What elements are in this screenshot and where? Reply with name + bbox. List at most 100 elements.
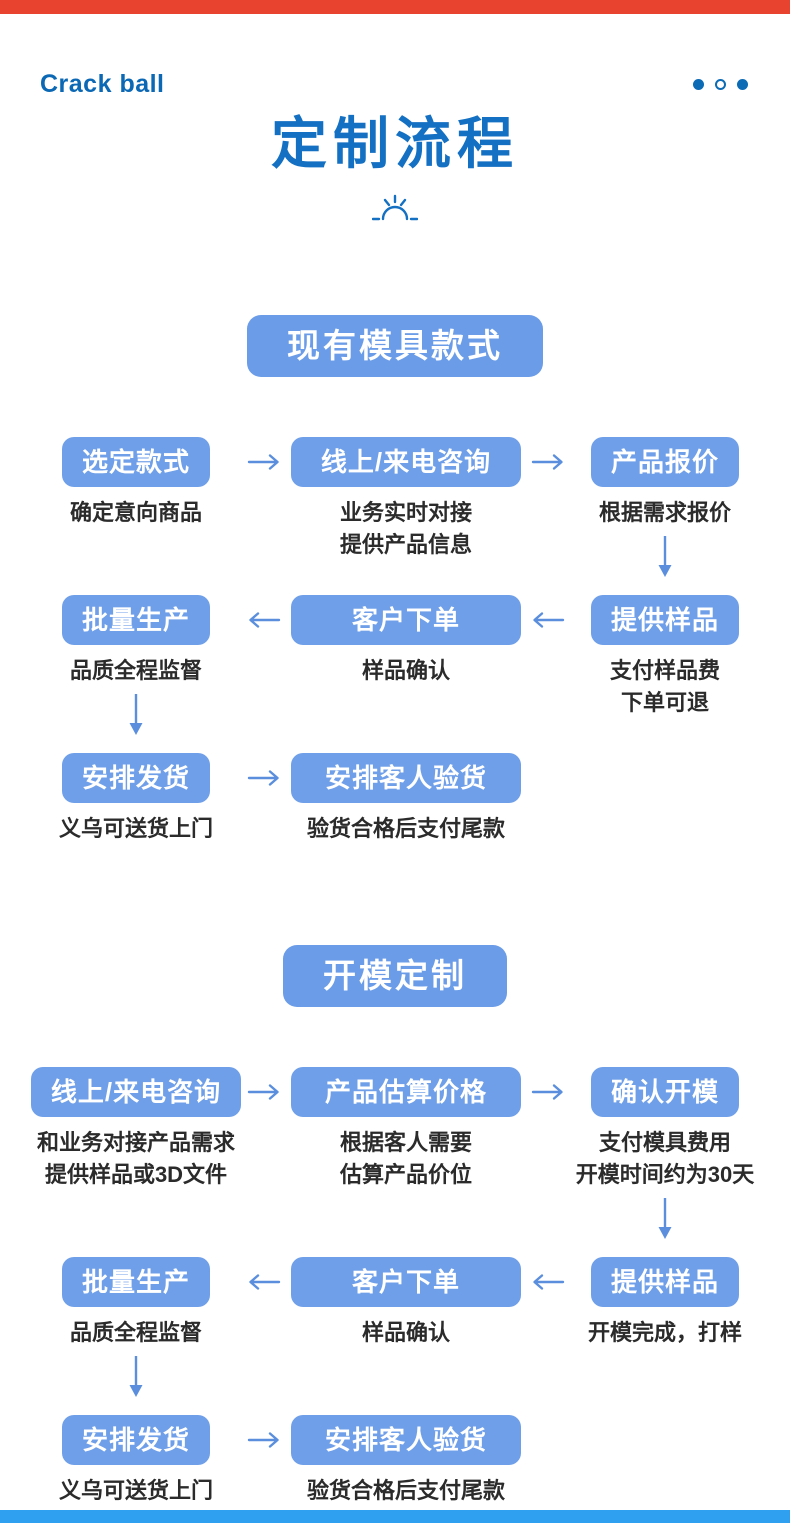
caption-cell: 验货合格后支付尾款 <box>286 813 526 845</box>
carousel-dots <box>693 79 748 90</box>
arrow-right-icon <box>242 769 286 787</box>
step-caption: 开模时间约为30天 <box>575 1162 755 1187</box>
step-box: 批量生产 <box>61 1257 210 1307</box>
box-cell: 提供样品 <box>570 1257 760 1307</box>
flow-caption-row: 义乌可送货上门 验货合格后支付尾款 <box>30 1475 760 1507</box>
arrow-down-icon <box>127 1355 145 1399</box>
flow-caption-row: 品质全程监督 样品确认 开模完成，打样 <box>30 1317 760 1399</box>
box-cell: 客户下单 <box>286 1257 526 1307</box>
arrow-left-icon <box>242 611 286 629</box>
bottom-blue-bar <box>0 1510 790 1523</box>
caption-cell: 支付样品费下单可退 <box>570 655 760 737</box>
step-caption: 业务实时对接 <box>339 500 472 525</box>
step-caption: 品质全程监督 <box>69 658 202 683</box>
step-caption: 和业务对接产品需求 <box>36 1130 235 1155</box>
step-box: 安排发货 <box>61 1415 210 1465</box>
box-cell: 客户下单 <box>286 595 526 645</box>
step-caption: 根据客人需要 <box>339 1130 472 1155</box>
step-caption: 义乌可送货上门 <box>58 1478 213 1503</box>
step-box: 客户下单 <box>291 595 521 645</box>
step-caption: 开模完成，打样 <box>587 1320 742 1345</box>
flow-box-row: 线上/来电咨询产品估算价格 确认开模 <box>30 1067 760 1117</box>
caption-cell: 样品确认 <box>286 655 526 737</box>
step-box: 安排客人验货 <box>291 753 521 803</box>
flow-box-row: 批量生产 客户下单 提供样品 <box>30 595 760 645</box>
caption-cell: 品质全程监督 <box>30 1317 242 1399</box>
caption-cell: 品质全程监督 <box>30 655 242 737</box>
flow-section: 线上/来电咨询产品估算价格确认开模和业务对接产品需求提供样品或3D文件根据客人需… <box>0 1067 790 1507</box>
caption-cell: 业务实时对接提供产品信息 <box>286 497 526 579</box>
flow-box-row: 批量生产 客户下单 提供样品 <box>30 1257 760 1307</box>
flow-section: 选定款式 线上/来电咨询 产品报价确定意向商品 业务实时对接提供产品信息 根据需求报价批… <box>0 437 790 845</box>
step-box: 安排客人验货 <box>291 1415 521 1465</box>
box-cell: 确认开模 <box>570 1067 760 1117</box>
step-caption: 样品确认 <box>361 658 450 683</box>
box-cell: 批量生产 <box>30 595 242 645</box>
caption-cell: 和业务对接产品需求提供样品或3D文件 <box>30 1127 242 1241</box>
brand-row: Crack ball <box>0 70 790 99</box>
caption-cell: 确定意向商品 <box>30 497 242 579</box>
section-heading: 开模定制 <box>283 945 507 1007</box>
step-caption: 义乌可送货上门 <box>58 816 213 841</box>
flow-caption-row: 和业务对接产品需求提供样品或3D文件根据客人需要估算产品价位支付模具费用开模时间… <box>30 1127 760 1241</box>
box-cell: 线上/来电咨询 <box>286 437 526 487</box>
arrow-right-icon <box>526 453 570 471</box>
top-red-bar <box>0 0 790 14</box>
step-caption: 验货合格后支付尾款 <box>306 1478 505 1503</box>
step-box: 确认开模 <box>590 1067 739 1117</box>
flow-caption-row: 义乌可送货上门 验货合格后支付尾款 <box>30 813 760 845</box>
step-box: 线上/来电咨询 <box>30 1067 242 1117</box>
box-cell: 产品报价 <box>570 437 760 487</box>
flow-box-row: 安排发货 安排客人验货 <box>30 753 760 803</box>
carousel-dot[interactable] <box>737 79 748 90</box>
step-box: 批量生产 <box>61 595 210 645</box>
page-title: 定制流程 <box>271 112 519 175</box>
caption-cell: 根据客人需要估算产品价位 <box>286 1127 526 1241</box>
step-caption: 样品确认 <box>361 1320 450 1345</box>
step-caption: 下单可退 <box>620 690 709 715</box>
step-box: 产品报价 <box>590 437 739 487</box>
step-box: 线上/来电咨询 <box>291 437 521 487</box>
caption-cell: 开模完成，打样 <box>570 1317 760 1399</box>
step-caption: 确定意向商品 <box>69 500 202 525</box>
step-caption: 估算产品价位 <box>339 1162 472 1187</box>
box-cell: 安排发货 <box>30 1415 242 1465</box>
flows: 现有模具款式选定款式线上/来电咨询产品报价确定意向商品业务实时对接提供产品信息根… <box>0 315 790 1507</box>
carousel-dot[interactable] <box>715 79 726 90</box>
box-cell: 安排客人验货 <box>286 753 526 803</box>
step-caption: 根据需求报价 <box>598 500 731 525</box>
step-box: 选定款式 <box>61 437 210 487</box>
step-box: 提供样品 <box>590 1257 739 1307</box>
arrow-right-icon <box>242 1431 286 1449</box>
arrow-down-icon <box>127 693 145 737</box>
caption-cell: 义乌可送货上门 <box>30 813 242 845</box>
step-box: 提供样品 <box>590 595 739 645</box>
box-cell: 安排客人验货 <box>286 1415 526 1465</box>
arrow-left-icon <box>242 1273 286 1291</box>
arrow-left-icon <box>526 1273 570 1291</box>
step-box: 客户下单 <box>291 1257 521 1307</box>
box-cell: 线上/来电咨询 <box>30 1067 242 1117</box>
carousel-dot[interactable] <box>693 79 704 90</box>
arrow-down-icon <box>656 1197 674 1241</box>
box-cell: 提供样品 <box>570 595 760 645</box>
box-cell: 安排发货 <box>30 753 242 803</box>
arrow-left-icon <box>526 611 570 629</box>
brand-logo: Crack ball <box>40 70 165 98</box>
section-heading: 现有模具款式 <box>247 315 543 377</box>
step-box: 安排发货 <box>61 753 210 803</box>
sun-icon <box>0 193 790 223</box>
arrow-right-icon <box>242 1083 286 1101</box>
step-caption: 支付样品费 <box>609 658 720 683</box>
box-cell: 产品估算价格 <box>286 1067 526 1117</box>
step-caption: 验货合格后支付尾款 <box>306 816 505 841</box>
step-caption: 提供产品信息 <box>339 532 472 557</box>
box-cell: 选定款式 <box>30 437 242 487</box>
step-caption: 提供样品或3D文件 <box>44 1162 228 1187</box>
box-cell: 批量生产 <box>30 1257 242 1307</box>
flow-box-row: 选定款式 线上/来电咨询 产品报价 <box>30 437 760 487</box>
caption-cell: 根据需求报价 <box>570 497 760 579</box>
step-caption: 品质全程监督 <box>69 1320 202 1345</box>
caption-cell: 验货合格后支付尾款 <box>286 1475 526 1507</box>
